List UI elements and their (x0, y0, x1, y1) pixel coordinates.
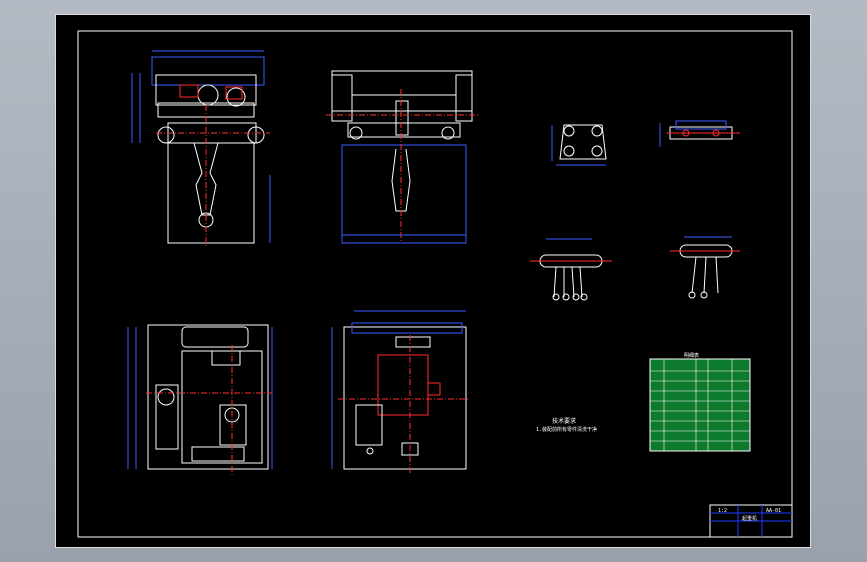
title-name: 起重机 (742, 515, 757, 522)
inner-frame (77, 30, 793, 538)
title-block: 1:2 起重机 AA-01 (709, 504, 793, 538)
detail-pulley-right (670, 236, 740, 299)
detail-bracket (659, 120, 740, 147)
plan-view-right (331, 310, 470, 473)
technical-note: 技术要求 1.装配前所有零件清洗干净 (536, 417, 597, 433)
detail-wheel (551, 124, 607, 166)
note-title: 技术要求 (552, 417, 576, 425)
plan-view-left (127, 324, 273, 475)
title-number: AA-01 (766, 508, 781, 514)
parts-table: 明细表 (649, 352, 751, 452)
cad-drawing: 技术要求 1.装配前所有零件清洗干净 明细表 1:2 起重机 AA-01 (77, 30, 793, 538)
title-scale: 1:2 (718, 508, 727, 514)
detail-pulley-left (530, 238, 612, 301)
drawing-sheet: 技术要求 1.装配前所有零件清洗干净 明细表 1:2 起重机 AA-01 (55, 14, 811, 548)
table-header: 明细表 (684, 352, 699, 359)
note-body: 1.装配前所有零件清洗干净 (536, 426, 597, 433)
front-view (326, 70, 480, 244)
side-view (131, 50, 271, 247)
